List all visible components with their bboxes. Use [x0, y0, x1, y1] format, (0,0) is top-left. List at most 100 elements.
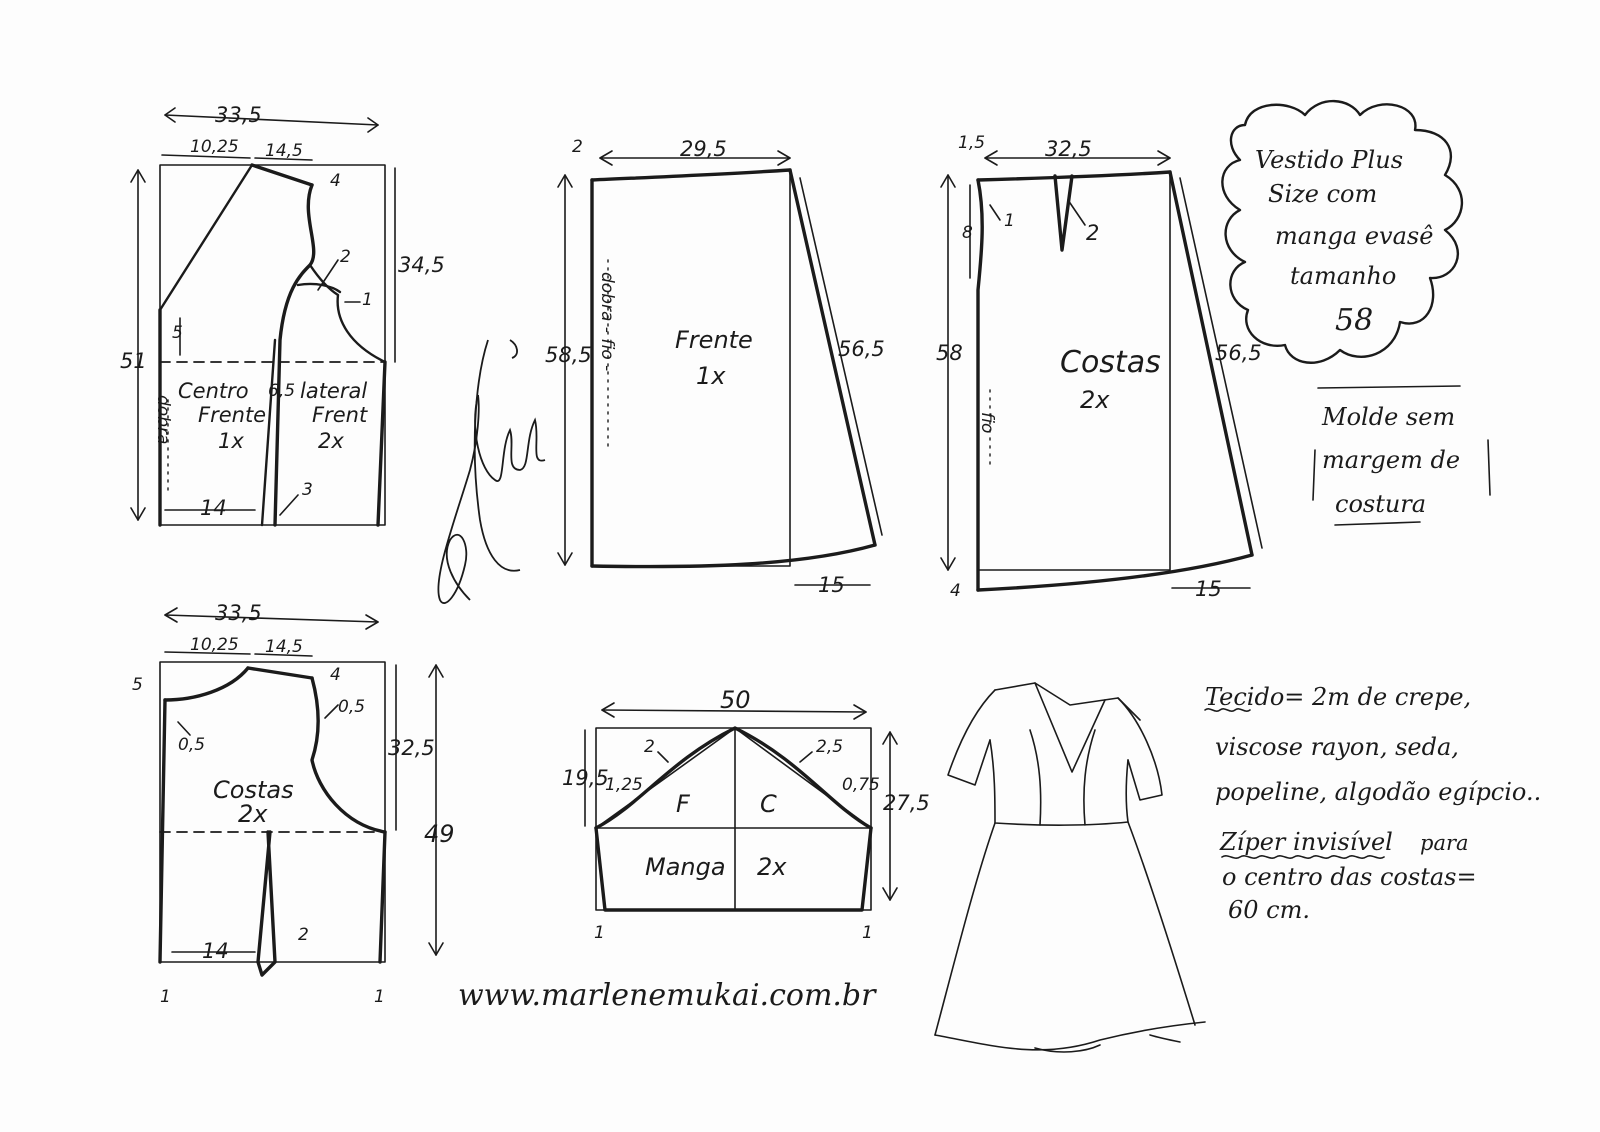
mark-2: 2 [298, 925, 309, 945]
dim-height: 58,5 [545, 343, 592, 367]
label-centro: Centro [178, 379, 249, 403]
dim-width: 29,5 [680, 137, 727, 161]
front-shoulder [250, 163, 314, 187]
back-skirt-hem [976, 553, 1254, 592]
dress-sketch [934, 682, 1206, 1053]
mark-1-left: 1 [594, 923, 605, 943]
back-skirt: 1,5 32,5 8 1 2 58 56,5 15 4 fio Costas 2… [936, 133, 1263, 601]
dim-dart-top: 6,5 [268, 381, 295, 401]
front-side-seam [376, 360, 387, 527]
dim-line [1179, 177, 1263, 549]
sleeve-outline [594, 826, 873, 912]
fabric-line4a: Zíper invisível [1219, 828, 1393, 856]
mark-top: 2 [572, 137, 583, 157]
dim-line [601, 709, 867, 713]
label-2x: 2x [238, 800, 268, 828]
front-dart-left [260, 338, 277, 527]
front-bodice: 33,5 10,25 14,5 4 51 34,5 5 6,5 2 1 3 14… [120, 103, 445, 527]
dim-waist: 14 [200, 496, 227, 520]
label-2x: 2x [318, 429, 344, 453]
front-neckline [158, 163, 254, 312]
note-underline [1334, 521, 1421, 526]
dress-hem-fold [1034, 1044, 1101, 1053]
arrow-icon [777, 150, 791, 166]
arrow-icon [1157, 150, 1171, 166]
note-rule [1317, 385, 1461, 389]
arrow-icon [367, 117, 379, 133]
dress-hem-fold [1149, 1034, 1181, 1043]
title-cloud: Vestido Plus Size com manga evasê tamanh… [1221, 99, 1464, 364]
dim-width: 32,5 [1045, 137, 1092, 161]
title-line3: manga evasê [1275, 222, 1433, 250]
label-2x: 2x [1080, 386, 1110, 414]
mark-1: 1 [362, 290, 373, 310]
label-front: F [676, 790, 691, 818]
label-back: C [760, 790, 777, 818]
dim-neck-depth: 5 [172, 323, 183, 343]
front-skirt: 2 29,5 58,5 56,5 15 dobra - fio - Frente… [545, 137, 885, 597]
dress-skirt-left [934, 822, 996, 1036]
label-frente: Frente [198, 403, 266, 427]
dress-princess-line [1029, 729, 1042, 826]
mark-05-neck: 0,5 [178, 735, 205, 755]
dim-shoulder: 14,5 [265, 637, 303, 657]
back-skirt-side [1168, 170, 1254, 557]
arrow-icon [557, 552, 573, 566]
underline-wavy [1204, 708, 1251, 712]
back-skirt-block [977, 173, 1171, 571]
arrow-icon [365, 614, 379, 630]
arrow-icon [853, 704, 867, 720]
title-line1: Vestido Plus [1255, 146, 1403, 174]
front-armhole-center [273, 183, 316, 527]
mark-hem: 4 [950, 581, 961, 601]
mark-1-left: 1 [160, 987, 171, 1007]
mark-line [177, 721, 191, 736]
seam-allowance-note: Molde sem margem de costura [1312, 385, 1491, 526]
dim-line [164, 614, 379, 623]
dim-height: 51 [120, 349, 147, 373]
label-costas: Costas [213, 776, 294, 804]
mark-line [279, 494, 299, 516]
dress-hem [934, 1021, 1206, 1051]
arrow-icon [984, 150, 998, 166]
mark-line [799, 751, 813, 763]
back-armhole [310, 676, 387, 834]
mark-1: 1 [1004, 211, 1015, 231]
front-dart-curve [296, 282, 342, 294]
arrow-icon [601, 702, 615, 718]
dim-neck: 10,25 [190, 137, 239, 157]
dim-cap-height: 19,5 [562, 766, 609, 790]
dim-side: 56,5 [838, 337, 885, 361]
underline-wavy [1221, 855, 1385, 859]
title-line5: 58 [1335, 303, 1373, 338]
mark-line [324, 704, 339, 719]
mark-05-armhole: 0,5 [338, 697, 365, 717]
dress-left-sleeve [947, 689, 996, 786]
arrow-icon [940, 174, 956, 188]
arrow-icon [940, 557, 956, 571]
dim-line [254, 653, 313, 657]
arrow-icon [882, 887, 898, 901]
fabric-note: Tecido= 2m de crepe, viscose rayon, seda… [1204, 683, 1541, 924]
dim-side: 56,5 [1215, 341, 1262, 365]
front-skirt-hem [590, 543, 877, 569]
note-bar [1487, 439, 1491, 496]
back-shoulder [246, 666, 314, 680]
dress-shoulders [994, 682, 1141, 721]
mark-2: 2 [340, 247, 351, 267]
mark-3: 3 [302, 480, 313, 500]
back-bodice: 33,5 10,25 14,5 4 5 0,5 0,5 32,5 49 14 2… [132, 601, 455, 1007]
dress-right-sleeve [1117, 697, 1163, 801]
fabric-line1: Tecido= 2m de crepe, [1205, 683, 1471, 711]
arrow-icon [599, 150, 613, 166]
label-1x: 1x [218, 429, 244, 453]
label-costas: Costas [1060, 345, 1161, 380]
mark-line [989, 204, 1001, 221]
label-frent: Frent [312, 403, 368, 427]
back-bodice-frame [159, 661, 386, 963]
website-url[interactable]: www.marlenemukai.com.br [458, 978, 877, 1013]
dim-width: 33,5 [215, 601, 262, 625]
signature [437, 339, 546, 604]
dim-dart-depth: 8 [962, 223, 973, 243]
note-line1: Molde sem [1321, 403, 1455, 431]
